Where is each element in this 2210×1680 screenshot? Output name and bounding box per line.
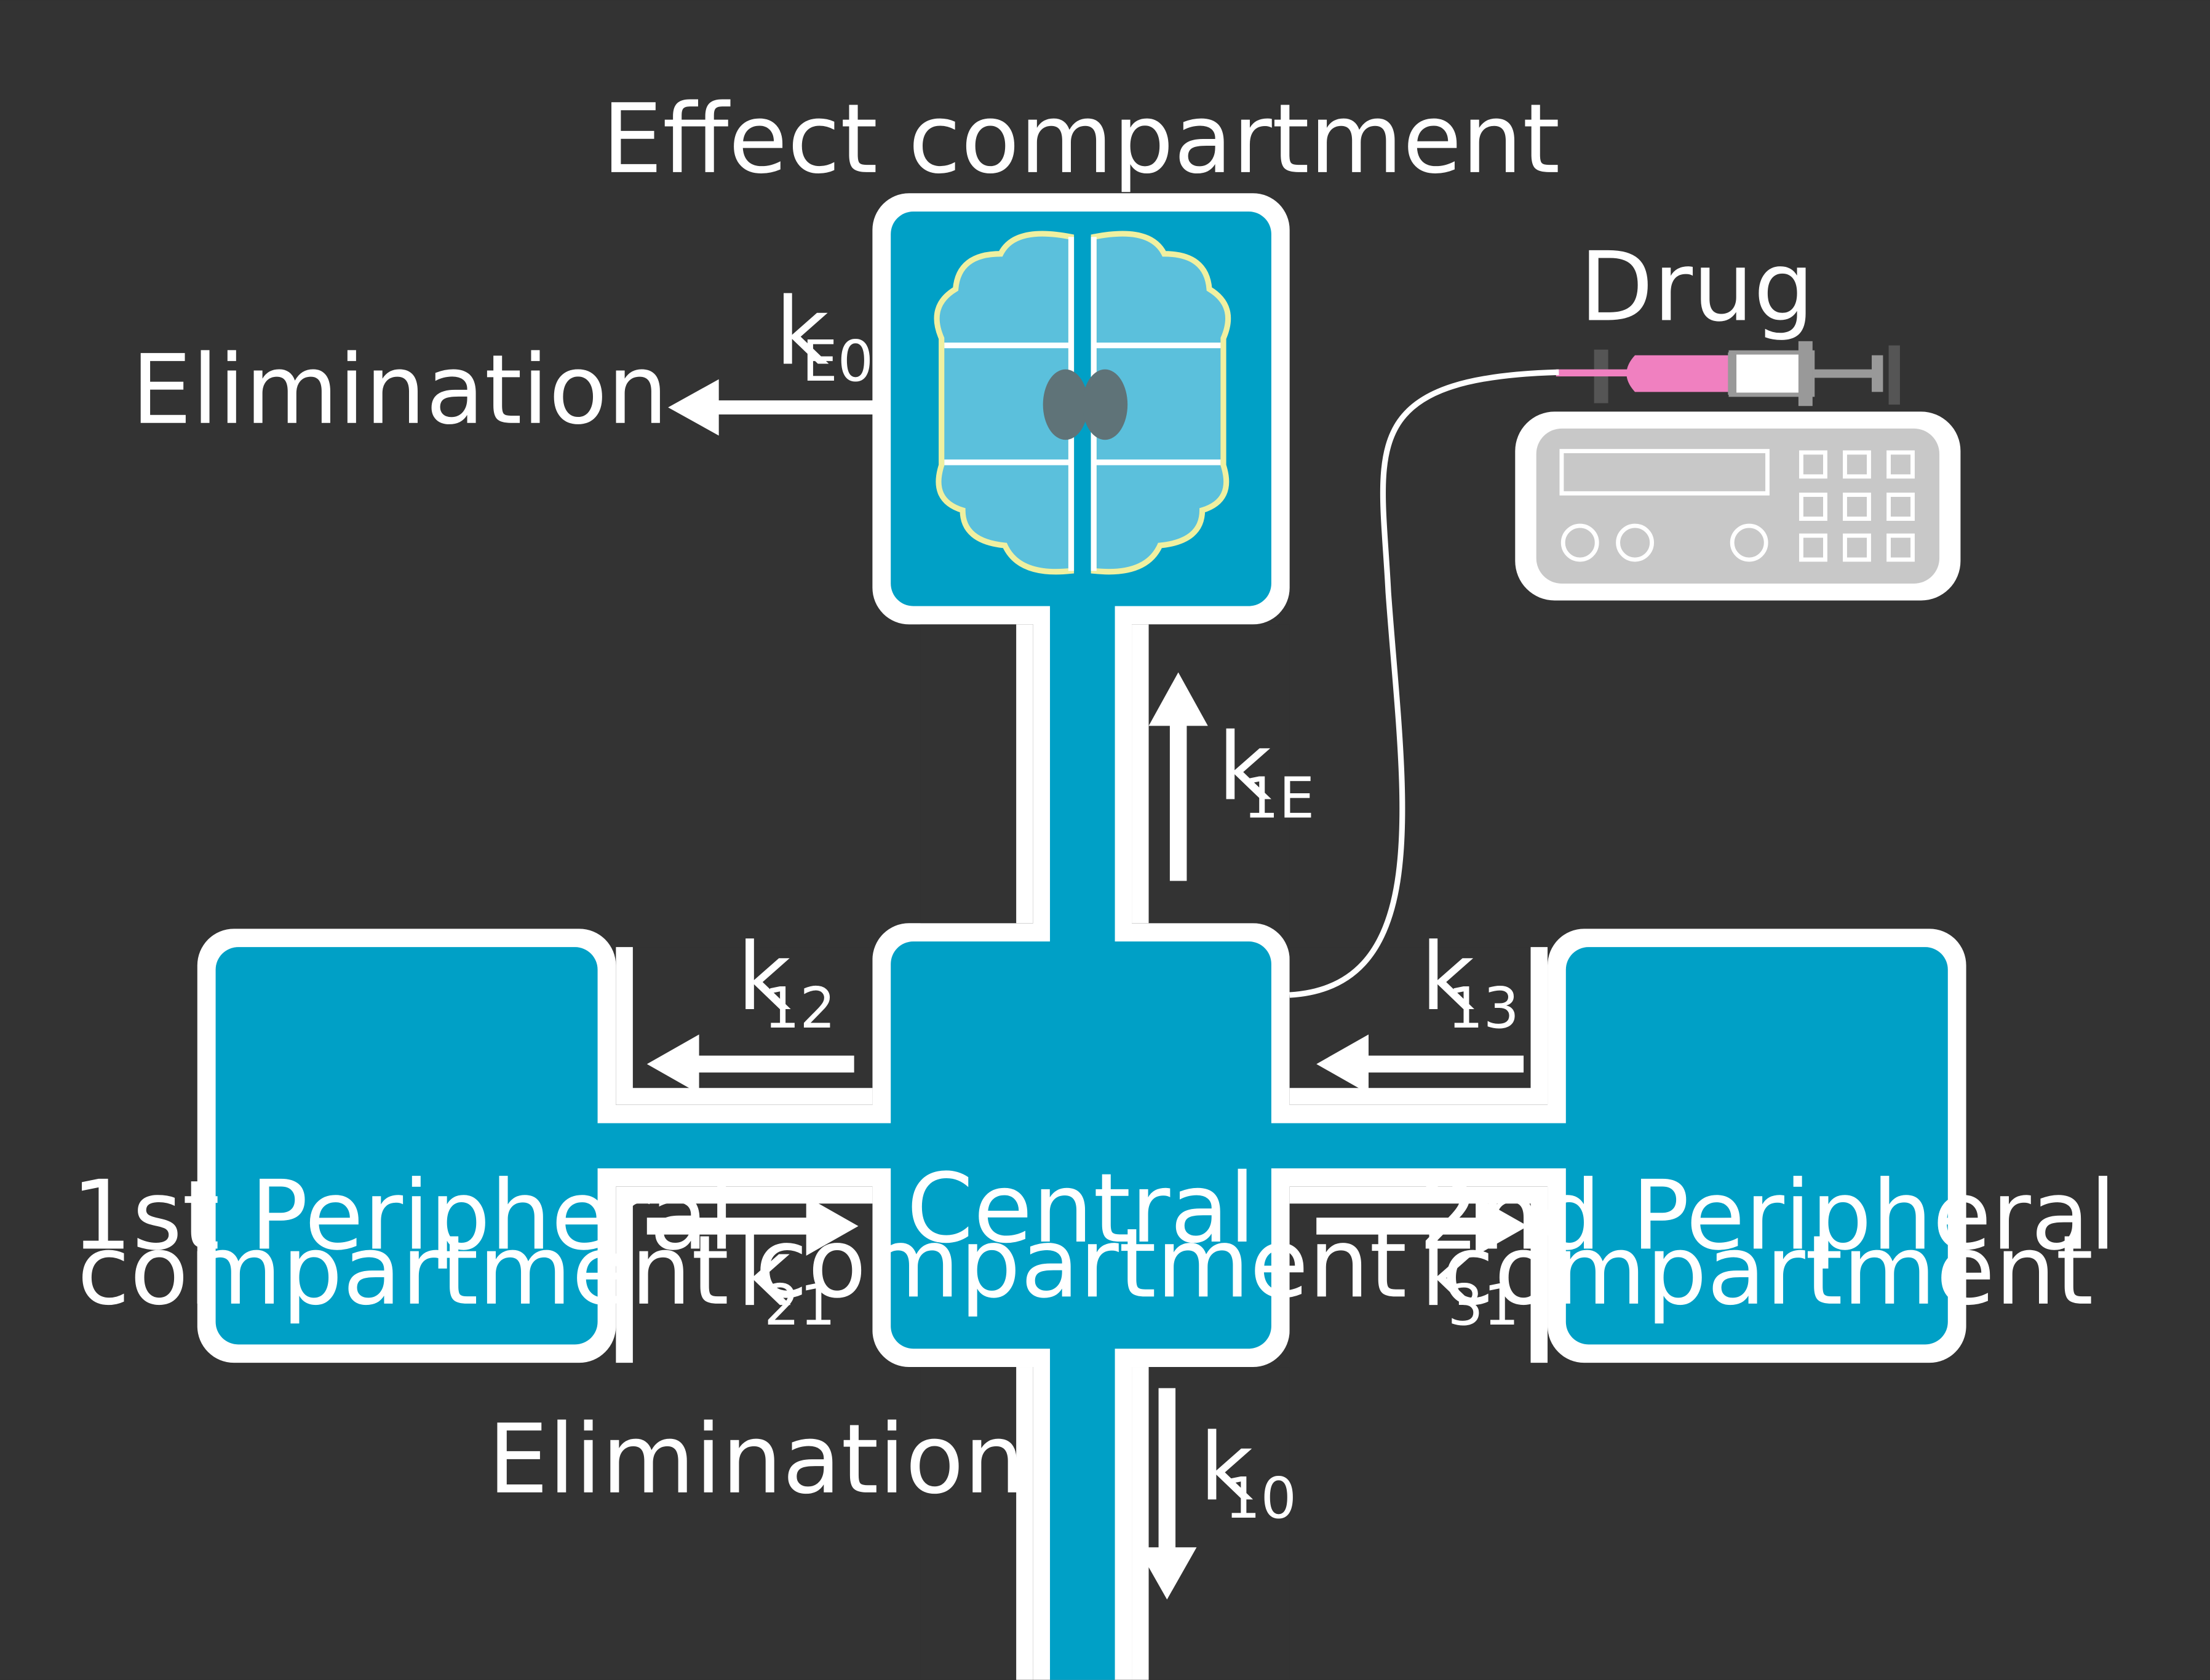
peripheral-2-compartment (1565, 947, 1948, 1345)
svg-text:k: k (737, 923, 791, 1031)
rate-k1e: k 1E (1218, 713, 1314, 831)
svg-text:k: k (1199, 1413, 1254, 1521)
arrow-k31 (1316, 1196, 1528, 1256)
arrow-k1e (1148, 672, 1208, 881)
rate-k10: k 10 (1199, 1413, 1297, 1531)
brain-icon (934, 231, 1231, 575)
central-label-line1: Central (907, 1152, 1255, 1264)
p1-label-line1: 1st Peripheral (71, 1160, 735, 1272)
svg-text:k: k (775, 277, 829, 386)
svg-text:12: 12 (764, 975, 836, 1041)
arrow-ke0 (668, 379, 874, 436)
svg-text:k: k (1421, 923, 1475, 1031)
rate-k31: k 31 (1421, 1219, 1519, 1338)
svg-text:21: 21 (764, 1272, 836, 1338)
p1-label-line2: compartment (78, 1214, 729, 1326)
svg-text:k: k (737, 1219, 791, 1327)
svg-text:1E: 1E (1243, 765, 1314, 831)
syringe-icon (1556, 341, 1900, 406)
svg-text:k: k (1421, 1219, 1475, 1327)
infusion-line (1289, 369, 1559, 998)
svg-text:31: 31 (1447, 1272, 1519, 1338)
peripheral-1-compartment (215, 947, 598, 1345)
p2-label-line2: compartment (1442, 1214, 2094, 1326)
infusion-pump-icon (1515, 411, 1961, 601)
svg-text:k: k (1218, 713, 1272, 822)
arrow-k21 (646, 1196, 859, 1256)
arrow-k13 (1316, 1034, 1524, 1094)
p2-label-line1: 2nd Peripheral (1418, 1160, 2116, 1272)
svg-text:E0: E0 (802, 328, 873, 394)
central-compartment (891, 941, 1271, 1349)
arrow-k10 (1137, 1388, 1197, 1600)
svg-text:10: 10 (1225, 1465, 1297, 1531)
effect-compartment-label: Effect compartment (602, 83, 1560, 195)
rate-k12: k 12 (737, 923, 835, 1041)
rate-k13: k 13 (1421, 923, 1519, 1041)
drug-label: Drug (1580, 231, 1815, 343)
rate-ke0: k E0 (775, 277, 873, 394)
rate-k21: k 21 (737, 1219, 835, 1338)
svg-text:13: 13 (1447, 975, 1519, 1041)
elimination-top-label: Elimination (131, 334, 668, 446)
central-label-line2: compartment (755, 1207, 1407, 1319)
arrow-k12 (646, 1034, 854, 1094)
elimination-bottom-label: Elimination (488, 1403, 1025, 1515)
